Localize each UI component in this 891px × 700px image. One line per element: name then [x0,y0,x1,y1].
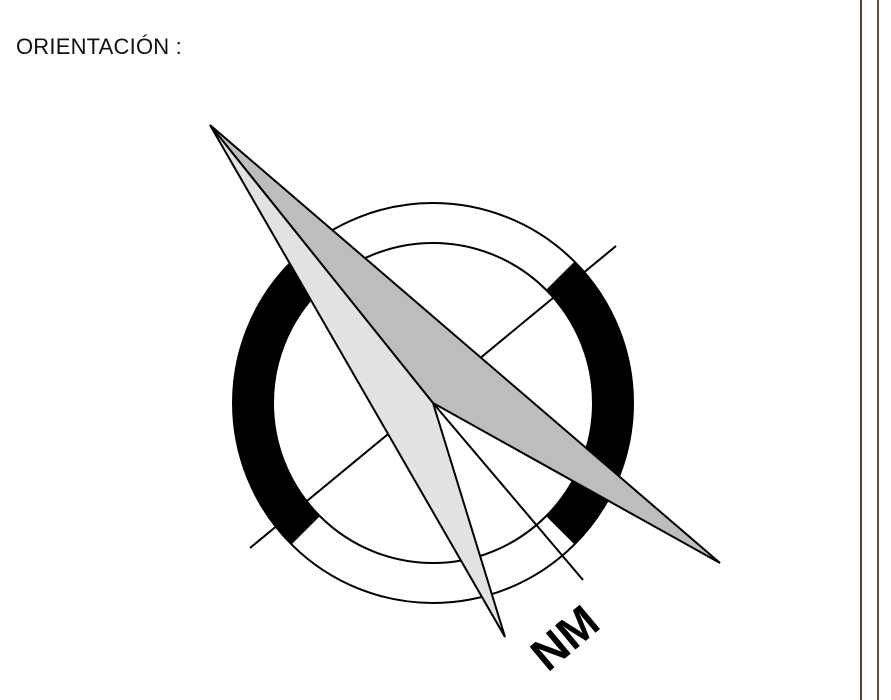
nm-marker-label: NM [521,595,609,681]
